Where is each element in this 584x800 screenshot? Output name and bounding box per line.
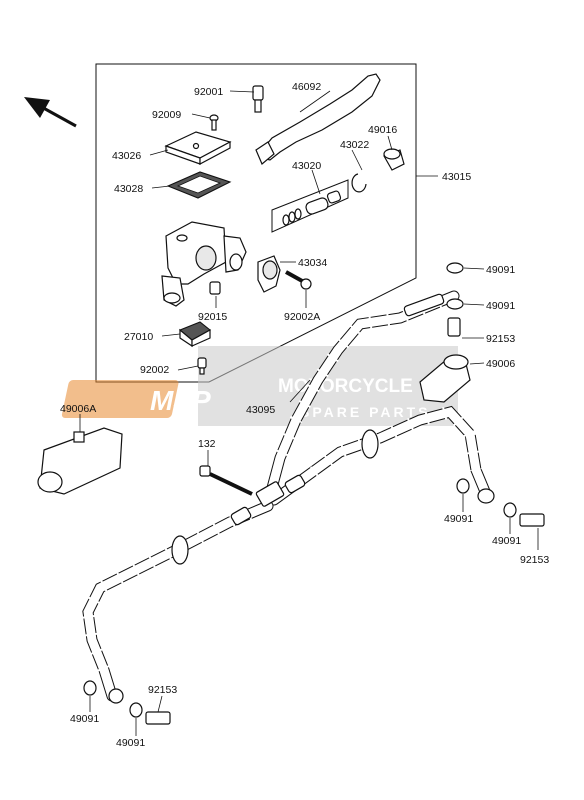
label-92153-b: 92153 xyxy=(520,554,549,566)
master-cylinder-body xyxy=(161,221,247,307)
handlebar-clamp xyxy=(257,255,281,293)
label-132: 132 xyxy=(198,438,216,450)
switch-screw xyxy=(197,357,207,375)
label-46092: 46092 xyxy=(292,81,321,93)
circlip xyxy=(351,173,367,193)
diaphragm xyxy=(166,171,232,199)
piston-kit xyxy=(271,179,349,233)
watermark-subtitle: SPARE PARTS xyxy=(300,404,431,420)
part-labels: 92001 46092 92009 43026 43022 49016 4302… xyxy=(60,81,549,749)
washers-and-banjo-bolts xyxy=(83,262,545,725)
label-92153-c: 92153 xyxy=(148,684,177,696)
watermark-logo: MSP xyxy=(150,385,211,416)
brake-lever xyxy=(255,73,381,165)
clip-92015 xyxy=(209,281,221,295)
label-92153-a: 92153 xyxy=(486,333,515,345)
label-49091-d: 49091 xyxy=(492,535,521,547)
brake-hose-left xyxy=(81,500,274,702)
bolt-132 xyxy=(199,465,253,496)
label-92015: 92015 xyxy=(198,311,227,323)
label-43026: 43026 xyxy=(112,150,141,162)
label-92002A: 92002A xyxy=(284,311,320,323)
banjo-fitting xyxy=(419,354,471,403)
hose-fittings xyxy=(108,293,495,704)
label-49091-f: 49091 xyxy=(116,737,145,749)
label-49016: 49016 xyxy=(368,124,397,136)
label-49091-c: 49091 xyxy=(444,513,473,525)
label-43015: 43015 xyxy=(442,171,471,183)
label-49006: 49006 xyxy=(486,358,515,370)
dust-boot xyxy=(383,148,405,171)
watermark-title: MOTORCYCLE xyxy=(278,376,413,397)
label-49091-a: 49091 xyxy=(486,264,515,276)
brake-hose-upper xyxy=(266,290,460,494)
leader-lines xyxy=(79,90,539,736)
label-92002: 92002 xyxy=(140,364,169,376)
label-92009: 92009 xyxy=(152,109,181,121)
label-49091-b: 49091 xyxy=(486,300,515,312)
hose-guide xyxy=(37,427,123,495)
label-49006A: 49006A xyxy=(60,403,96,415)
brake-hose-right xyxy=(268,404,492,506)
label-43020: 43020 xyxy=(292,160,321,172)
reservoir-cap xyxy=(164,131,232,165)
assembly-frame xyxy=(95,63,417,383)
brake-switch xyxy=(178,321,211,348)
label-43022: 43022 xyxy=(340,139,369,151)
cap-screw xyxy=(209,114,219,131)
label-43095: 43095 xyxy=(246,404,275,416)
front-direction-arrow-icon xyxy=(24,97,77,128)
pivot-bolt xyxy=(252,85,264,113)
label-27010: 27010 xyxy=(124,331,153,343)
label-49091-e: 49091 xyxy=(70,713,99,725)
label-43028: 43028 xyxy=(114,183,143,195)
label-92001: 92001 xyxy=(194,86,223,98)
clamp-bolt xyxy=(285,270,312,290)
label-43034: 43034 xyxy=(298,257,327,269)
